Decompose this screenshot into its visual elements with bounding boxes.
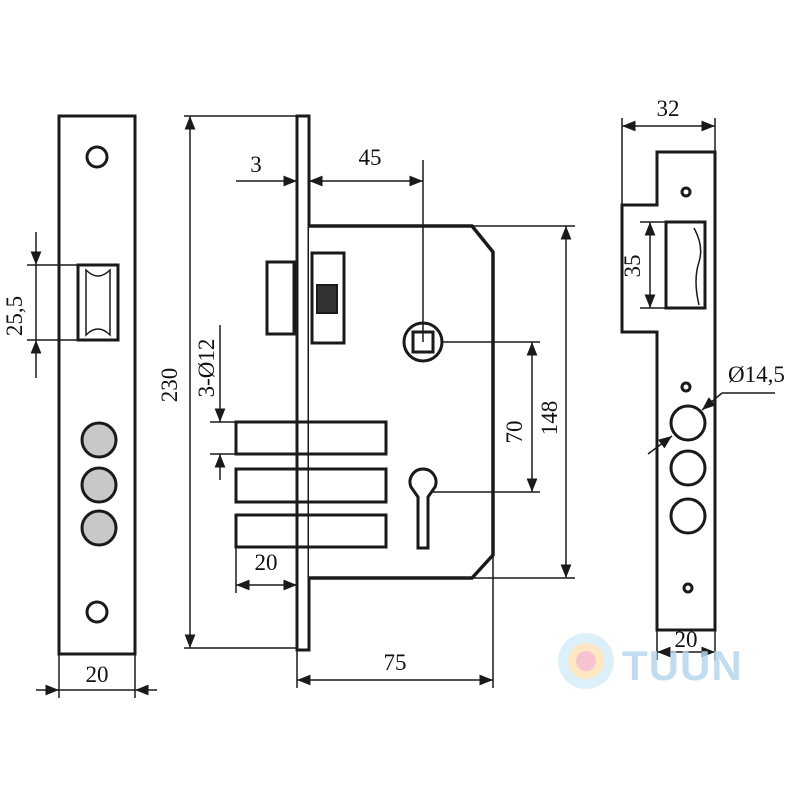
latch-bolt-inside [310, 251, 346, 345]
strike-depth-label: 32 [657, 96, 680, 121]
watermark-text: TUUN [622, 642, 743, 689]
strike-screw-bottom [682, 582, 694, 594]
case-height-label: 148 [537, 401, 562, 436]
faceplate-thickness-label: 3 [250, 152, 262, 177]
faceplate-front-view: 25,5 20 [2, 114, 157, 698]
bolt-projection-label: 20 [255, 550, 278, 575]
faceplate-edge [295, 114, 311, 652]
strike-bolt-hole-2 [669, 449, 707, 487]
case-body [309, 224, 495, 580]
strike-bolt-hole-1 [669, 404, 707, 442]
bolt-count-diameter-label: 3-Ø12 [194, 339, 219, 398]
strike-lip [693, 227, 702, 306]
dead-bolt-3 [234, 513, 388, 549]
latch-bolt-outside [265, 260, 296, 336]
dead-bolt-1 [234, 420, 388, 456]
faceplate-width-label: 20 [86, 662, 109, 687]
bolt-hole-2 [80, 466, 118, 504]
bolt-hole-1 [80, 421, 118, 459]
screw-hole-bottom [85, 600, 109, 624]
strike-bolt-hole-3 [669, 497, 707, 535]
latch-height-label: 25,5 [2, 296, 27, 336]
strike-hole-diameter-label: Ø14,5 [728, 362, 785, 387]
latch-spring [316, 284, 338, 314]
screw-hole-top [85, 145, 109, 169]
bolt-hole-3 [80, 509, 118, 547]
latch-bevel [85, 268, 111, 337]
strike-plate-outline [620, 150, 717, 632]
backset-label: 45 [359, 145, 382, 170]
total-height-label: 230 [157, 368, 182, 403]
dead-bolt-2 [234, 467, 388, 504]
strike-width-label: 20 [675, 627, 698, 652]
strike-latch-opening [664, 220, 707, 310]
strike-screw-mid [680, 381, 692, 393]
faceplate-outline [57, 114, 137, 656]
cylinder-hole [408, 467, 438, 550]
lock-body-side-view: 230 3 45 3-Ø12 20 75 70 1 [157, 114, 575, 688]
case-depth-label: 75 [384, 650, 407, 675]
strike-plate-view: 32 35 Ø14,5 20 [620, 96, 785, 660]
strike-latch-height-label: 35 [620, 255, 645, 278]
strike-screw-top [680, 186, 692, 198]
center-distance-label: 70 [502, 421, 527, 444]
latch-window [76, 263, 120, 342]
watermark-logo: TUUN [558, 633, 743, 689]
